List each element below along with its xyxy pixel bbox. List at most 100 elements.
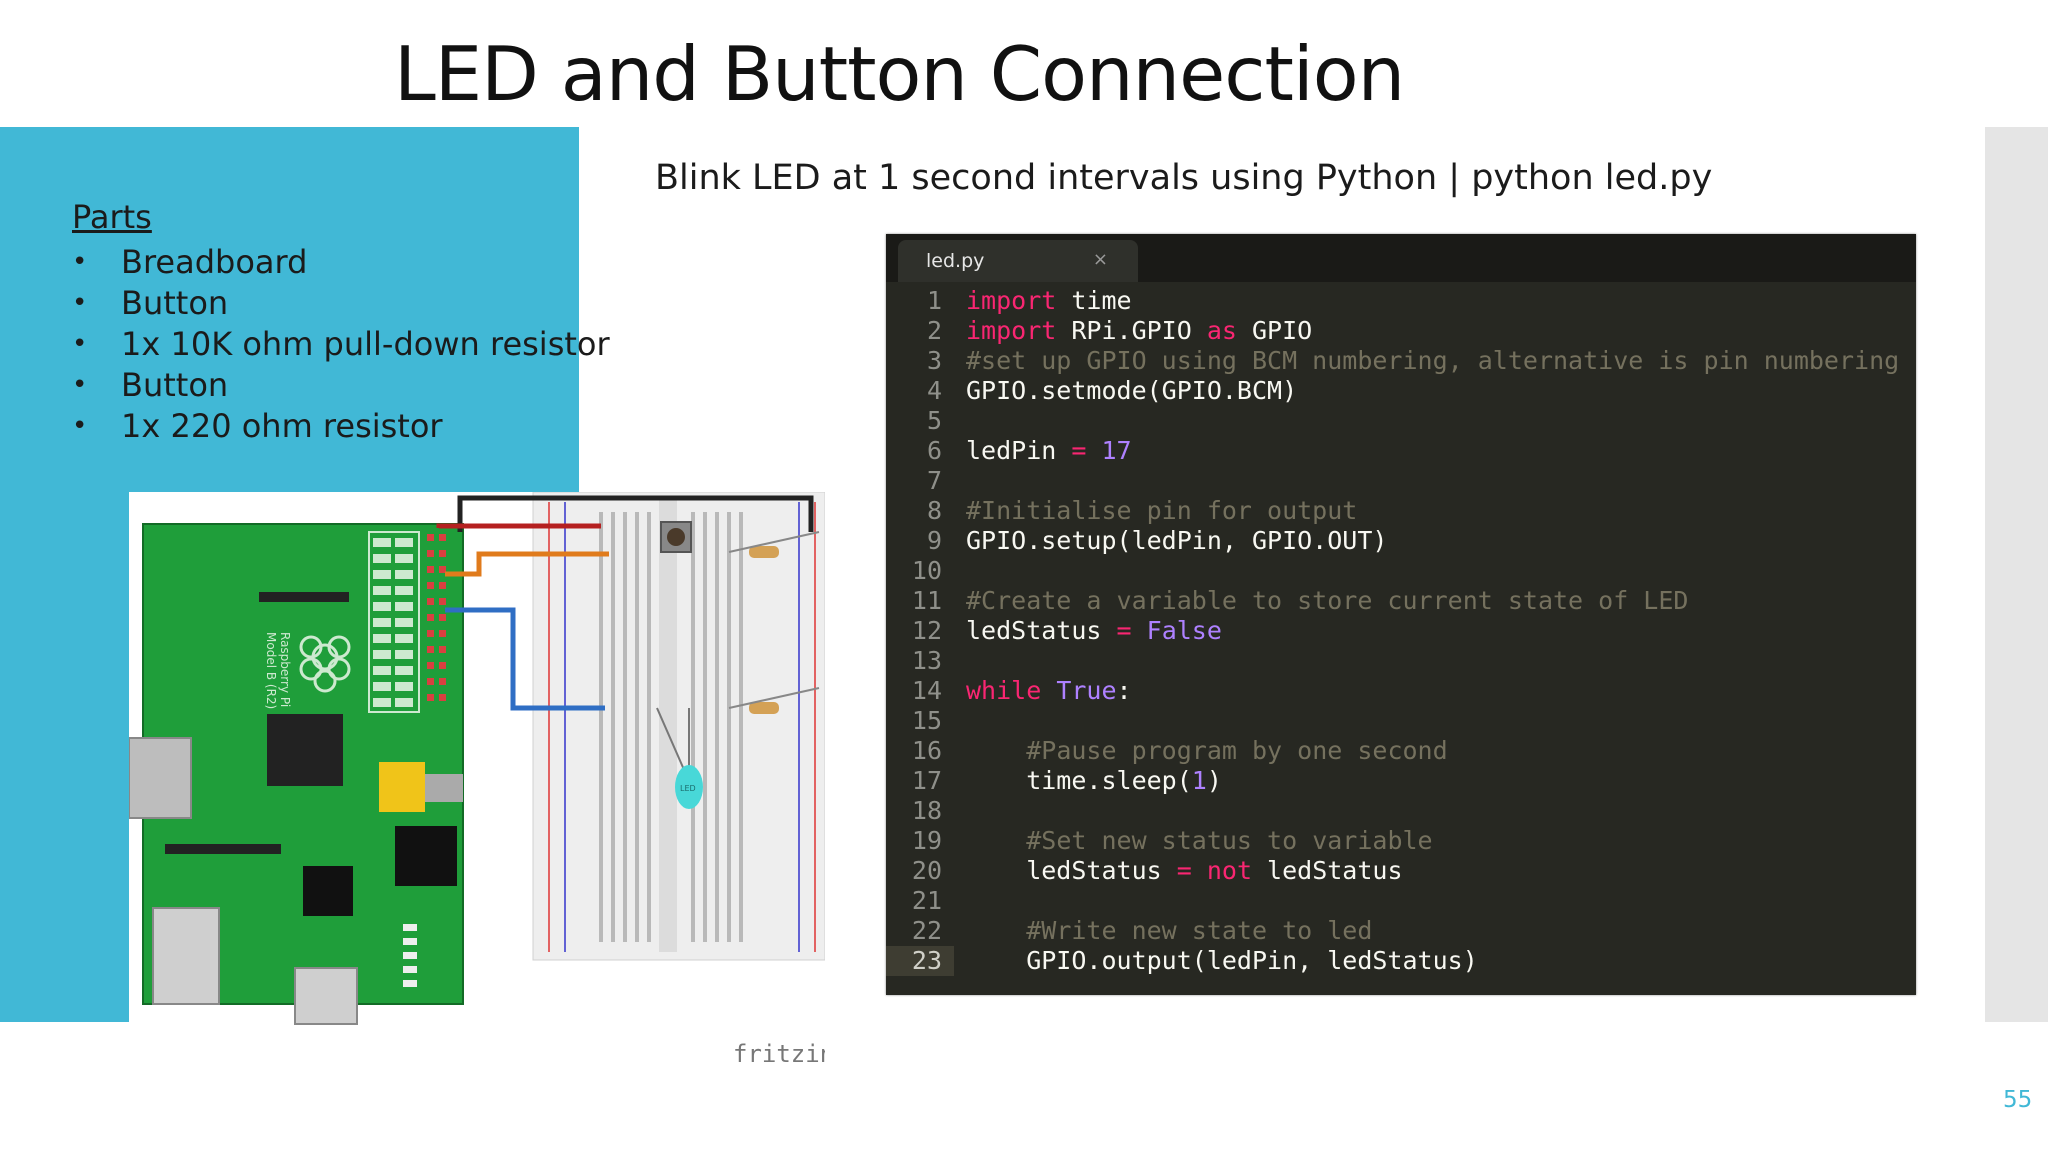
- code-line[interactable]: 13: [886, 646, 1916, 676]
- rca-video-plug: [425, 774, 463, 802]
- code-token: GPIO.setmode(GPIO.BCM): [966, 376, 1298, 405]
- code-line[interactable]: 6 ledPin = 17: [886, 436, 1916, 466]
- gpio-label-cells: [373, 538, 413, 707]
- code-token: [1041, 676, 1056, 705]
- close-icon[interactable]: ×: [1092, 249, 1108, 270]
- board-revision-label: Model B (R2): [264, 632, 278, 709]
- audio-jack: [395, 826, 457, 886]
- code-token: =: [1176, 856, 1192, 885]
- line-number: 18: [911, 796, 942, 825]
- parts-item-pull-down-resistor: 1x 10K ohm pull-down resistor: [72, 324, 610, 365]
- code-line[interactable]: 21: [886, 886, 1916, 916]
- code-token: as: [1206, 316, 1237, 345]
- tab-filename: led.py: [926, 250, 985, 272]
- status-leds: [403, 924, 417, 987]
- tab-led-py[interactable]: led.py ×: [898, 240, 1138, 282]
- parts-item-button: Button: [72, 283, 610, 324]
- line-number: 7: [926, 466, 942, 495]
- line-code: #Set new status to variable: [954, 826, 1433, 856]
- wiring-diagram-image: Raspberry Pi Model B (R2): [128, 491, 849, 1068]
- code-line[interactable]: 20 ledStatus = not ledStatus: [886, 856, 1916, 886]
- line-code: import RPi.GPIO as GPIO: [954, 316, 1312, 346]
- code-line[interactable]: 23 GPIO.output(ledPin, ledStatus): [886, 946, 1916, 976]
- code-token: ledStatus: [966, 616, 1117, 645]
- code-line[interactable]: 8 #Initialise pin for output: [886, 496, 1916, 526]
- code-token: #Write new state to led: [1026, 916, 1373, 945]
- code-line[interactable]: 16 #Pause program by one second: [886, 736, 1916, 766]
- code-line[interactable]: 17 time.sleep(1): [886, 766, 1916, 796]
- line-code: [954, 406, 966, 436]
- ethernet-port: [152, 907, 220, 1005]
- led-resistor: [749, 702, 779, 714]
- slide-title: LED and Button Connection: [394, 30, 1405, 118]
- line-number: 3: [926, 346, 942, 375]
- code-token: [966, 916, 1026, 945]
- slide-subtitle: Blink LED at 1 second intervals using Py…: [655, 158, 1713, 198]
- line-code: #Initialise pin for output: [954, 496, 1357, 526]
- line-code: import time: [954, 286, 1132, 316]
- code-line[interactable]: 3 #set up GPIO using BCM numbering, alter…: [886, 346, 1916, 376]
- code-token: import: [966, 286, 1057, 315]
- line-number: 8: [926, 496, 942, 525]
- dsi-connector: [259, 592, 349, 602]
- black-ground-wire: [457, 495, 814, 532]
- breadboard-holes-right: [691, 512, 743, 942]
- orange-signal-wire: [445, 551, 609, 577]
- line-number: 14: [911, 676, 942, 705]
- led-resistor-lead: [728, 687, 820, 709]
- code-token: #set up GPIO using BCM numbering, altern…: [966, 346, 1900, 375]
- line-code: [954, 556, 966, 586]
- parts-item-button-2: Button: [72, 365, 610, 406]
- push-button-cap: [667, 528, 685, 546]
- breadboard: [532, 491, 826, 961]
- line-code: ledPin = 17: [954, 436, 1132, 466]
- code-line[interactable]: 11#Create a variable to store current st…: [886, 586, 1916, 616]
- code-token: :: [1116, 676, 1132, 705]
- code-line[interactable]: 7: [886, 466, 1916, 496]
- line-number: 4: [926, 376, 942, 405]
- csi-connector: [165, 844, 281, 854]
- code-token: not: [1206, 856, 1252, 885]
- line-code: ledStatus = not ledStatus: [954, 856, 1402, 886]
- blue-led: [675, 765, 703, 809]
- code-token: False: [1146, 616, 1222, 645]
- line-code: GPIO.setmode(GPIO.BCM): [954, 376, 1297, 406]
- line-number: 5: [926, 406, 942, 435]
- code-line[interactable]: 15: [886, 706, 1916, 736]
- line-number: 11: [911, 586, 942, 615]
- code-line[interactable]: 19 #Set new status to variable: [886, 826, 1916, 856]
- code-line[interactable]: 22 #Write new state to led: [886, 916, 1916, 946]
- line-number: 10: [911, 556, 942, 585]
- code-token: [966, 826, 1026, 855]
- code-token: import: [966, 316, 1057, 345]
- line-number: 19: [911, 826, 942, 855]
- line-code: [954, 706, 966, 736]
- code-line[interactable]: 18: [886, 796, 1916, 826]
- parts-heading: Parts: [72, 198, 152, 236]
- code-token: RPi.GPIO: [1056, 316, 1207, 345]
- code-token: #Initialise pin for output: [966, 496, 1358, 525]
- line-number: 17: [911, 766, 942, 795]
- code-token: [966, 736, 1026, 765]
- code-token: GPIO: [1236, 316, 1313, 345]
- blue-led-wire: [445, 607, 605, 711]
- usb-port: [294, 967, 358, 1025]
- hdmi-port: [128, 737, 192, 819]
- code-token: =: [1071, 436, 1087, 465]
- editor-tab-bar: led.py ×: [886, 234, 1916, 282]
- line-number: 6: [926, 436, 942, 465]
- parts-item-220-ohm-resistor: 1x 220 ohm resistor: [72, 406, 610, 447]
- code-token: #Set new status to variable: [1026, 826, 1433, 855]
- code-line[interactable]: 10: [886, 556, 1916, 586]
- code-line[interactable]: 4 GPIO.setmode(GPIO.BCM): [886, 376, 1916, 406]
- code-token: while: [966, 676, 1042, 705]
- gpio-label-grid: [368, 531, 420, 713]
- code-line[interactable]: 5: [886, 406, 1916, 436]
- rca-video-port: [379, 762, 425, 812]
